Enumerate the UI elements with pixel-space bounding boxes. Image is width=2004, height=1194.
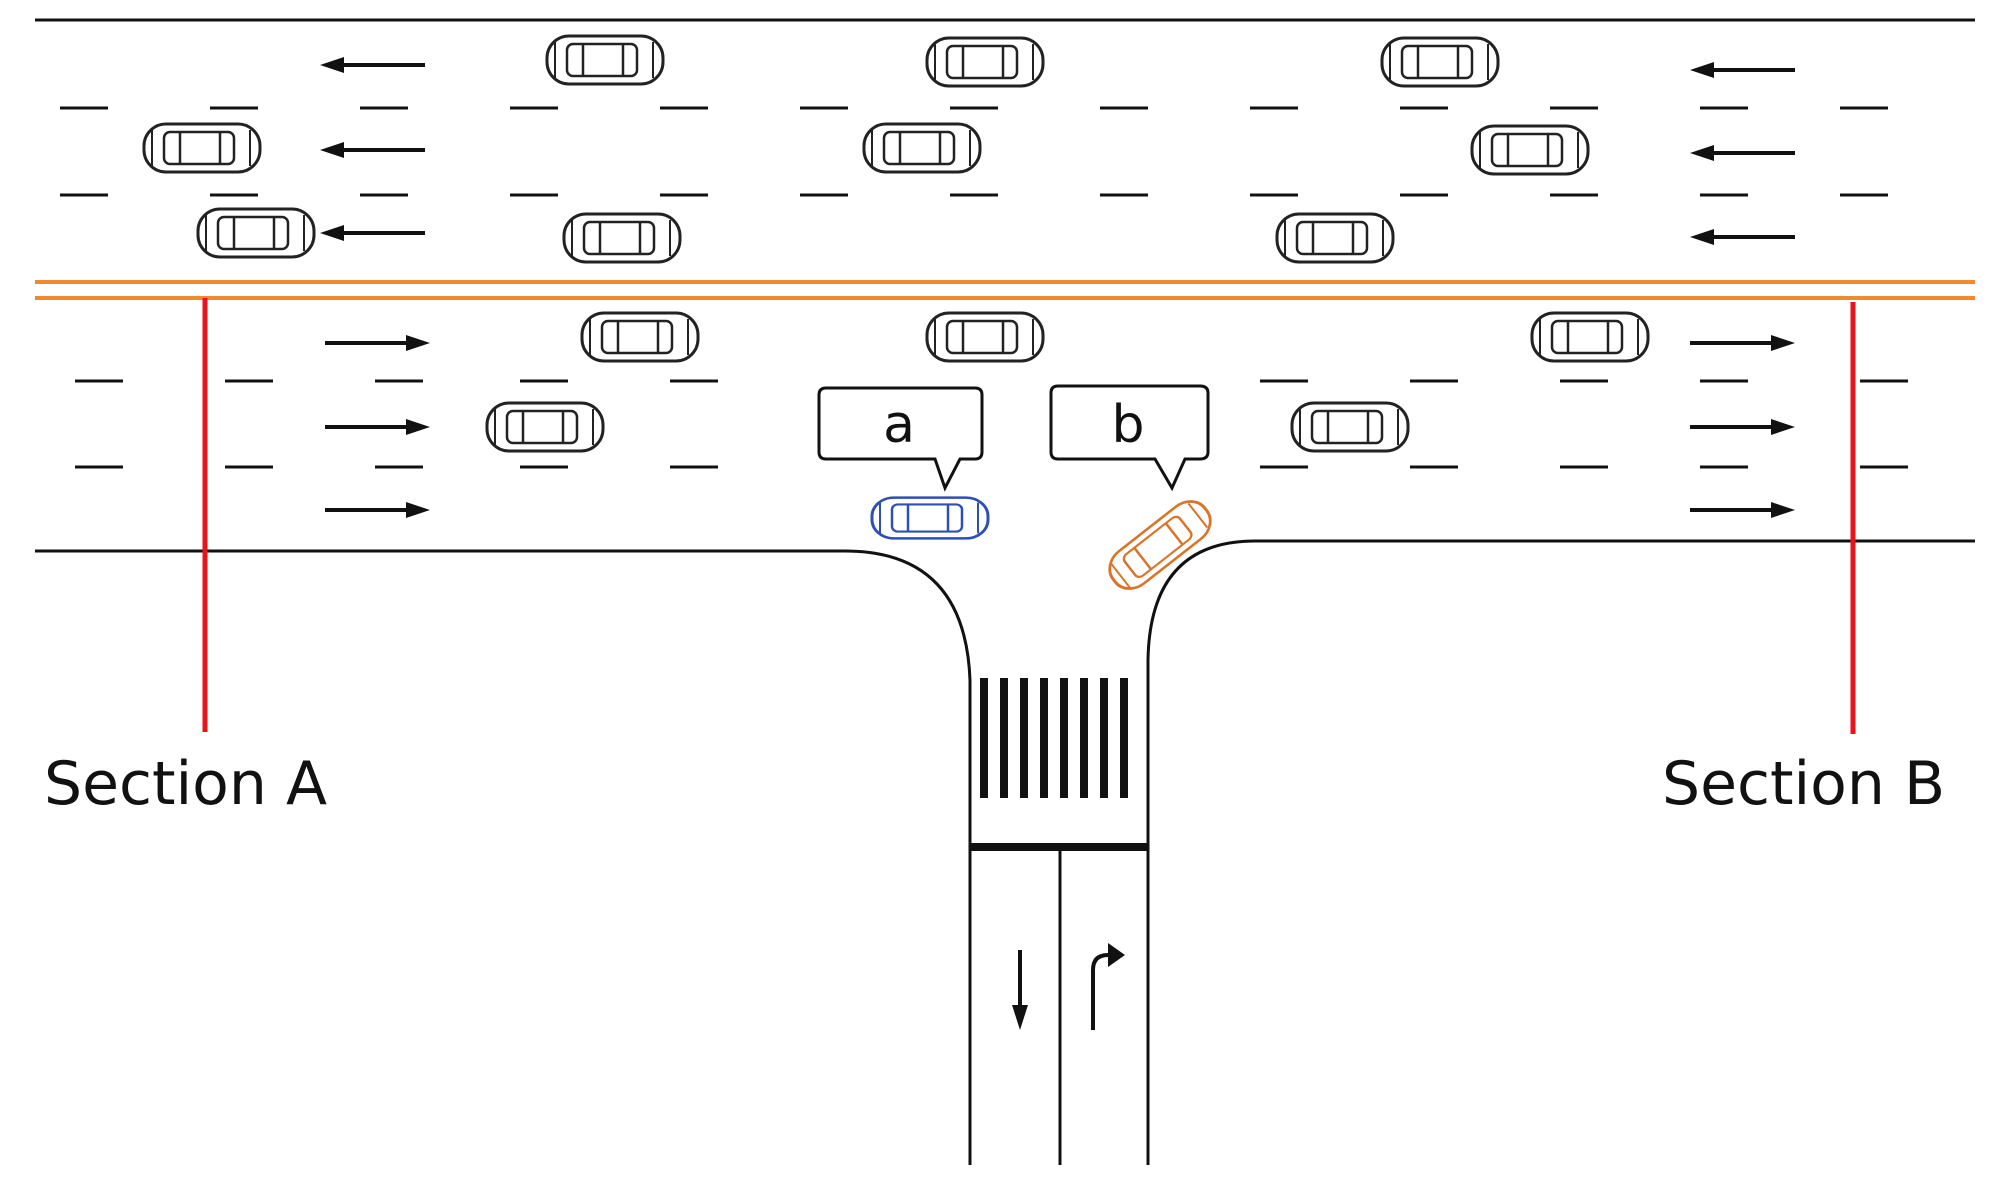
- car-icon: [580, 311, 700, 363]
- road-bottom-left-edge: [35, 549, 972, 1165]
- arrow-right-icon: [325, 335, 430, 351]
- car-icon: [925, 36, 1045, 88]
- crosswalk-stripe: [1020, 678, 1028, 798]
- section-b-label: Section B: [1662, 749, 1946, 819]
- crosswalk: [980, 678, 1128, 798]
- car-icon: [1290, 401, 1410, 453]
- bubble-b-label: b: [1111, 395, 1144, 455]
- arrow-left-icon: [1690, 62, 1795, 78]
- section-markers: [202, 298, 1856, 734]
- arrow-right-icon: [1690, 335, 1795, 351]
- direction-arrows: [320, 57, 1795, 518]
- side-road-arrows: [1012, 943, 1125, 1030]
- arrow-left-icon: [320, 225, 425, 241]
- section-a-label: Section A: [44, 749, 328, 819]
- crosswalk-stripe: [1120, 678, 1128, 798]
- crosswalk-stripe: [1000, 678, 1008, 798]
- car-icon: [196, 207, 316, 259]
- speech-bubble-a: a: [817, 386, 984, 492]
- car-icon: [142, 122, 262, 174]
- arrow-right-icon: [325, 502, 430, 518]
- lane-dashes: [60, 106, 1908, 469]
- arrow-right-icon: [1690, 502, 1795, 518]
- car-icon: [1530, 311, 1650, 363]
- median: [35, 280, 1975, 300]
- car-icon: [925, 311, 1045, 363]
- crosswalk-stripe: [1100, 678, 1108, 798]
- car-icon: [1275, 212, 1395, 264]
- road-edges: [35, 18, 1975, 1165]
- speech-bubble-b: b: [1049, 384, 1210, 492]
- arrow-right-icon: [1690, 419, 1795, 435]
- arrow-left-icon: [320, 142, 425, 158]
- vehicle-a-car-icon: [870, 496, 990, 540]
- vehicle-b-car-icon: [1100, 491, 1220, 599]
- road-bottom-right-edge: [1146, 539, 1975, 1165]
- crosswalk-stripe: [980, 678, 988, 798]
- vehicles: [142, 34, 1650, 599]
- car-icon: [1470, 124, 1590, 176]
- arrow-left-icon: [320, 57, 425, 73]
- bubble-a-label: a: [883, 395, 915, 455]
- arrow-left-icon: [1690, 145, 1795, 161]
- car-icon: [1380, 36, 1500, 88]
- crosswalk-stripe: [1040, 678, 1048, 798]
- car-icon: [545, 34, 665, 86]
- turn-right-arrow-icon: [1091, 943, 1125, 1030]
- arrow-down-icon: [1012, 950, 1028, 1030]
- arrow-left-icon: [1690, 229, 1795, 245]
- crosswalk-stripe: [1080, 678, 1088, 798]
- crosswalk-stripe: [1060, 678, 1068, 798]
- car-icon: [485, 401, 605, 453]
- car-icon: [862, 122, 982, 174]
- car-icon: [562, 212, 682, 264]
- arrow-right-icon: [325, 419, 430, 435]
